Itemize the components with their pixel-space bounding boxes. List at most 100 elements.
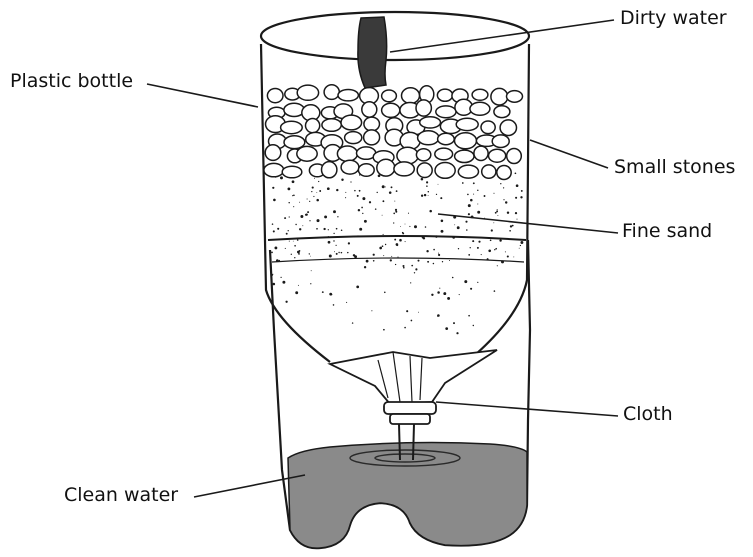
sand-grain: [317, 219, 320, 222]
sand-grain: [468, 315, 470, 317]
sand-grain: [293, 194, 295, 196]
sand-grain: [493, 222, 494, 223]
sand-grain: [273, 199, 276, 202]
sand-grain: [441, 230, 444, 233]
sand-grain: [357, 235, 358, 236]
sand-grain: [505, 201, 507, 203]
sand-grain: [322, 291, 324, 293]
sand-grain: [272, 274, 273, 275]
sand-grain: [362, 197, 365, 200]
dirty-water-stream: [358, 17, 387, 88]
sand-grain: [507, 255, 509, 257]
sand-grain: [298, 285, 299, 286]
sand-grain: [477, 211, 480, 214]
sand-grain: [274, 246, 277, 249]
sand-grain: [287, 187, 290, 190]
sand-grain: [300, 215, 303, 218]
sand-grain: [346, 302, 347, 303]
sand-grain: [293, 206, 294, 207]
sand-grain: [327, 187, 330, 190]
pebble: [358, 164, 374, 177]
sand-grain: [285, 248, 286, 249]
sand-grain: [352, 322, 353, 323]
sand-grain: [494, 249, 495, 250]
sand-grain: [341, 229, 343, 231]
sand-grain: [406, 310, 408, 312]
pebble: [267, 89, 283, 103]
sand-grain: [291, 254, 292, 255]
pebble: [470, 102, 490, 115]
pebble: [507, 91, 523, 103]
sand-grain: [317, 237, 318, 238]
sand-grain: [393, 213, 395, 215]
sand-grain: [328, 229, 329, 230]
clean-water: [288, 443, 527, 549]
pebble: [341, 115, 362, 130]
sand-grain: [466, 229, 468, 231]
sand-grain: [310, 283, 311, 284]
sand-grain: [316, 228, 318, 230]
sand-grain: [307, 211, 309, 213]
sand-grain: [397, 256, 398, 257]
sand-grain: [382, 200, 384, 202]
pebble: [500, 120, 516, 136]
sand-grain: [345, 197, 346, 198]
sand-grain: [447, 297, 450, 300]
pebble: [417, 163, 432, 178]
sand-grain: [442, 261, 443, 262]
pebble: [364, 117, 380, 131]
sand-grain: [452, 236, 455, 239]
sand-grain: [356, 286, 359, 289]
label-small-stones: Small stones: [614, 158, 735, 177]
sand-grain: [323, 228, 325, 230]
sand-grain: [333, 304, 335, 306]
sand-grain: [405, 224, 406, 225]
pebble: [437, 89, 452, 101]
sand-grain: [503, 187, 504, 188]
sand-grain: [311, 270, 312, 271]
sand-grain: [456, 332, 458, 334]
sand-grain: [458, 248, 459, 249]
sand-grain: [305, 214, 307, 216]
sand-grain: [375, 208, 377, 210]
sand-grain: [336, 228, 338, 230]
sand-grain: [394, 239, 396, 241]
sand-grain: [354, 190, 356, 192]
sand-grain: [299, 202, 300, 203]
sand-grain: [487, 258, 489, 260]
sand-grain: [364, 220, 367, 223]
pebble: [474, 146, 488, 160]
sand-grain: [452, 277, 454, 279]
sand-grain: [286, 233, 288, 235]
sand-grain: [431, 294, 433, 296]
sand-grain: [481, 254, 482, 255]
sand-grain: [309, 253, 310, 254]
pebble: [322, 119, 341, 132]
sand-grain: [520, 245, 521, 246]
pebble: [456, 118, 478, 130]
sand-grain: [391, 186, 393, 188]
sand-grain: [318, 181, 319, 182]
pebble: [507, 149, 522, 164]
sand-grain: [279, 260, 280, 261]
sand-grain: [293, 241, 294, 242]
sand-grain: [457, 226, 460, 229]
sand-grain: [333, 210, 336, 213]
fine-sand-layer: [268, 163, 526, 334]
sand-grain: [465, 221, 467, 223]
sand-grain: [396, 190, 398, 192]
sand-grain: [426, 185, 428, 187]
pebble: [492, 135, 509, 148]
sand-grain: [405, 241, 406, 242]
label-clean-water: Clean water: [64, 486, 178, 505]
sand-grain: [272, 187, 274, 189]
pebble: [394, 162, 414, 176]
pebble: [402, 88, 420, 104]
sand-grain: [348, 242, 350, 244]
sand-grain: [418, 312, 419, 313]
sand-grain: [328, 241, 331, 244]
sand-grain: [438, 254, 440, 256]
sand-grain: [402, 265, 404, 267]
sand-grain: [425, 226, 427, 228]
sand-grain: [441, 220, 444, 223]
